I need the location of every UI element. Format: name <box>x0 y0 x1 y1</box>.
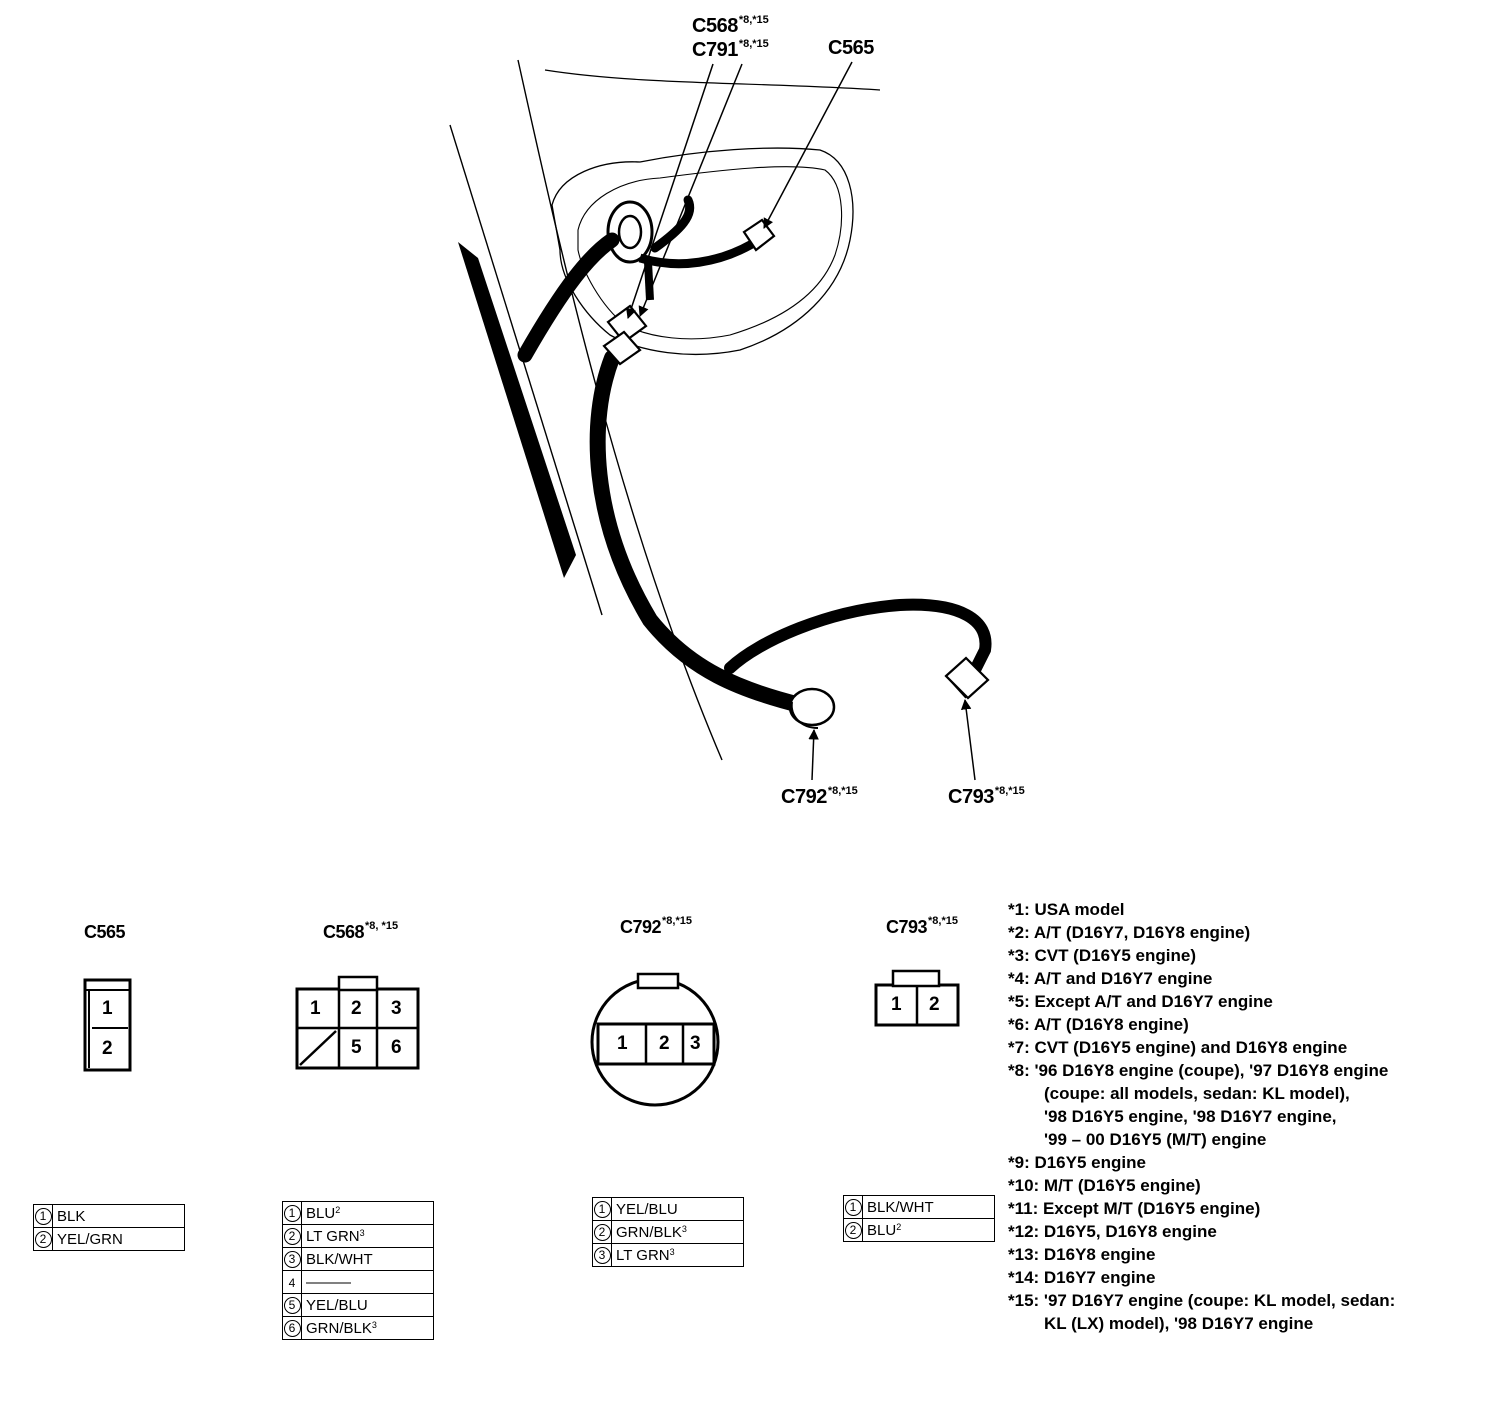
c792-title: C792*8,*15 <box>620 915 693 937</box>
c568-cell: 1 <box>310 998 321 1019</box>
footnote: *10: M/T (D16Y5 engine) <box>1008 1176 1201 1195</box>
footnote: *1: USA model <box>1008 900 1125 919</box>
footnote: *14: D16Y7 engine <box>1008 1268 1156 1287</box>
c793-cell: 1 <box>891 994 902 1015</box>
footnote: '98 D16Y5 engine, '98 D16Y7 engine, <box>1044 1107 1337 1126</box>
callout-c792: C792*8,*15 <box>781 785 858 808</box>
c792-cell: 1 <box>617 1033 628 1054</box>
leader-c792 <box>808 728 819 781</box>
c791-body <box>602 330 642 366</box>
footnote: *5: Except A/T and D16Y7 engine <box>1008 992 1273 1011</box>
footnote: KL (LX) model), '98 D16Y7 engine <box>1044 1314 1314 1333</box>
housing-outline <box>551 147 854 355</box>
footnote: *12: D16Y5, D16Y8 engine <box>1008 1222 1217 1241</box>
c793-title: C793*8,*15 <box>886 915 959 937</box>
footnote: *9: D16Y5 engine <box>1008 1153 1146 1172</box>
panel-edge-strip <box>458 242 576 578</box>
footnote: *8: '96 D16Y8 engine (coupe), '97 D16Y8 … <box>1008 1061 1389 1080</box>
harness-wire <box>589 350 808 713</box>
c793-body-edge <box>945 675 989 699</box>
harness-wire <box>650 195 695 253</box>
c792-body <box>788 687 836 729</box>
footnote: *3: CVT (D16Y5 engine) <box>1008 946 1196 965</box>
footnotes: *1: USA model *2: A/T (D16Y7, D16Y8 engi… <box>1008 898 1498 1335</box>
leader-c565 <box>763 61 853 229</box>
c565-cell: 1 <box>102 998 113 1019</box>
table-row: 4——— <box>282 1270 434 1294</box>
callout-c568: C568*8,*15 <box>692 14 769 37</box>
c568-face <box>295 975 420 1070</box>
footnote: *11: Except M/T (D16Y5 engine) <box>1008 1199 1261 1218</box>
footnote: *7: CVT (D16Y5 engine) and D16Y8 engine <box>1008 1038 1348 1057</box>
harness-wire <box>517 232 620 363</box>
footnote: *13: D16Y8 engine <box>1008 1245 1156 1264</box>
panel-outline <box>449 124 603 616</box>
c792-cell: 3 <box>690 1033 701 1054</box>
c568-cell: 6 <box>391 1037 402 1058</box>
harness-wire <box>638 240 755 269</box>
grommet <box>606 200 654 264</box>
leader-c793 <box>960 698 976 781</box>
body-contour <box>544 69 881 91</box>
harness-wire <box>724 598 992 676</box>
footnote: (coupe: all models, sedan: KL model), <box>1044 1084 1350 1103</box>
c792-cell: 2 <box>659 1033 670 1054</box>
c793-face <box>874 969 960 1027</box>
callout-c793: C793*8,*15 <box>948 785 1025 808</box>
footnote: '99 – 00 D16Y5 (M/T) engine <box>1044 1130 1267 1149</box>
leader-c568 <box>626 63 714 319</box>
footnote: *4: A/T and D16Y7 engine <box>1008 969 1213 988</box>
footnote: *15: '97 D16Y7 engine (coupe: KL model, … <box>1008 1291 1396 1310</box>
c565-cell: 2 <box>102 1038 113 1059</box>
grommet-inner <box>617 214 643 250</box>
callout-c565: C565 <box>828 37 874 59</box>
c792-face <box>590 972 720 1107</box>
footnote: *2: A/T (D16Y7, D16Y8 engine) <box>1008 923 1251 942</box>
footnote: *6: A/T (D16Y8 engine) <box>1008 1015 1189 1034</box>
c793-cell: 2 <box>929 994 940 1015</box>
c568-cell: 5 <box>351 1037 362 1058</box>
c568-title: C568*8, *15 <box>323 920 399 942</box>
c568-cell: 3 <box>391 998 402 1019</box>
c565-title: C565 <box>84 922 126 942</box>
c568-cell: 2 <box>351 998 362 1019</box>
c565-face <box>83 978 132 1072</box>
callout-c791: C791*8,*15 <box>692 38 769 61</box>
leader-c791 <box>638 63 743 317</box>
